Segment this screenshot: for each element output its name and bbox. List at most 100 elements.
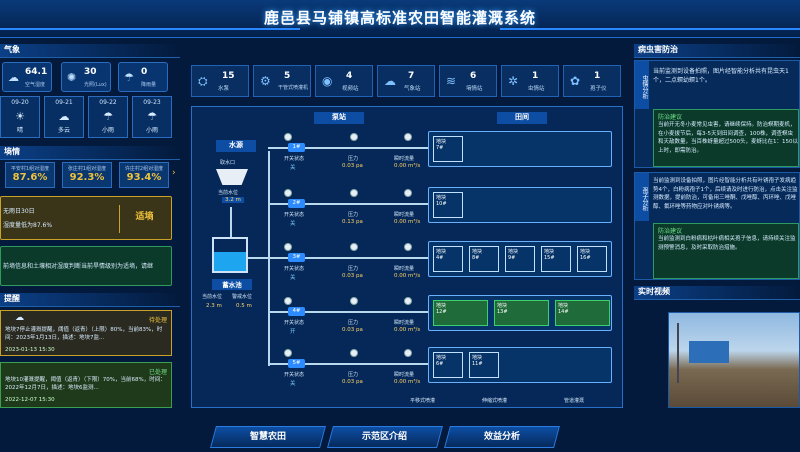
valve-button[interactable]: 4# [288,307,305,316]
valve-state: 关 [290,275,296,281]
sun-icon: ✺ [67,71,77,84]
valve-button[interactable]: 2# [288,199,305,208]
spore-icon: ✿ [570,74,581,88]
soil-status-label: 适墒 [119,205,169,233]
cloud-icon: ☁ [58,110,70,123]
pressure-value: 0.03 pa [342,327,363,333]
flow-value: 0.00 m³/s [394,379,421,385]
pump-icon: ⛭ [198,74,208,88]
sprinkler-icon: ⚙ [260,74,271,88]
chevron-right-icon[interactable]: › [172,168,176,178]
pipe [248,257,270,259]
gauge-icon [284,297,292,305]
soil-note-panel: 前墒信息和土壤相对湿度判断当前旱情级别为适墒，请继 [0,246,172,286]
alert-card[interactable]: ☁ 待处理 地块7停止灌溉提醒，阈值（返青）（上限）80%，当前83%，时间：2… [0,310,172,356]
flow-value: 0.00 m³/s [394,163,421,169]
insect-panel: 虫情分析 当前监测到设备拍照，图片经智能分析共有昆虫天1个，二点螟幼螟1个。 防… [634,60,800,168]
gauge-icon [350,297,358,305]
pressure-value: 0.03 pa [342,163,363,169]
pipe [268,311,428,313]
sun-icon: ☀ [15,110,25,123]
gauge-icon [350,189,358,197]
forecast-day: 09-23☂小雨 [132,96,172,138]
forecast-day: 09-22☂小雨 [88,96,128,138]
gauge-icon [404,133,412,141]
pump-station-label: 泵站 [314,112,364,124]
gauge-icon [404,349,412,357]
pool-tank [212,237,248,273]
tab-smart-farmland[interactable]: 智慧农田 [210,426,326,448]
spore-analysis-label: 孢子分析 [635,173,649,221]
valve-button[interactable]: 3# [288,253,305,262]
soil-section-title: 墒情 [0,146,180,160]
pipe [268,147,428,149]
cloud-icon: ☁ [15,313,24,323]
gauge-icon [284,133,292,141]
gauge-icon [350,133,358,141]
alert-card[interactable]: 已处理 地块10灌溉提醒，阈值（返青）（下限）70%，当前68%，时间：2022… [0,362,172,408]
pest-section-title: 病虫害防治 [634,44,800,58]
pipe [230,207,232,237]
insect-advice: 防治建议 当前开无冬小麦常见虫害，请继续保持。防治螟期麦机，在小麦拔节后，每3-… [653,109,799,167]
soil-icon: ≋ [446,74,457,88]
alert-status: 已处理 [148,369,167,376]
valve-button[interactable]: 1# [288,143,305,152]
header: 鹿邑县马铺镇高标准农田智能灌溉系统 [0,0,800,38]
pipe [268,203,428,205]
camera-icon: ◉ [322,74,333,88]
gauge-icon [284,349,292,357]
humidity-icon: ☁ [8,71,19,84]
video-feed[interactable] [668,312,800,408]
gauge-icon [350,243,358,251]
weather-icon: ☁ [384,74,396,88]
flow-value: 0.00 m³/s [394,273,421,279]
tab-benefit-analysis[interactable]: 效益分析 [444,426,560,448]
irrigation-diagram: 水源 泵站 田间 取水口 当前水位 3.2 m 蓄水池 当前水位 警戒水位 2.… [191,106,623,408]
valve-state: 关 [290,165,296,171]
valve-button[interactable]: 5# [288,359,305,368]
gauge-icon [404,189,412,197]
valve-state: 关 [290,221,296,227]
header-wing-left [0,0,300,30]
pressure-value: 0.03 pa [342,379,363,385]
forecast-day: 09-20☀晴 [0,96,40,138]
intake-icon [216,169,248,185]
bug-icon: ✲ [508,74,519,88]
video-building [689,341,729,363]
page-title: 鹿邑县马铺镇高标准农田智能灌溉系统 [263,9,536,27]
soil-info-panel: 无雨日30日 湿度量低为87.6% 适墒 [0,196,172,240]
pressure-value: 0.03 pa [342,273,363,279]
spore-advice: 防治建议 当前监测到白粉病和枯叶病相关孢子信息，请持续关注监测预警消息，及时采取… [653,223,799,279]
valve-state: 开 [290,329,296,335]
alerts-section-title: 提醒 [0,293,180,307]
valve-state: 关 [290,381,296,387]
tab-demo-intro[interactable]: 示范区介绍 [327,426,443,448]
